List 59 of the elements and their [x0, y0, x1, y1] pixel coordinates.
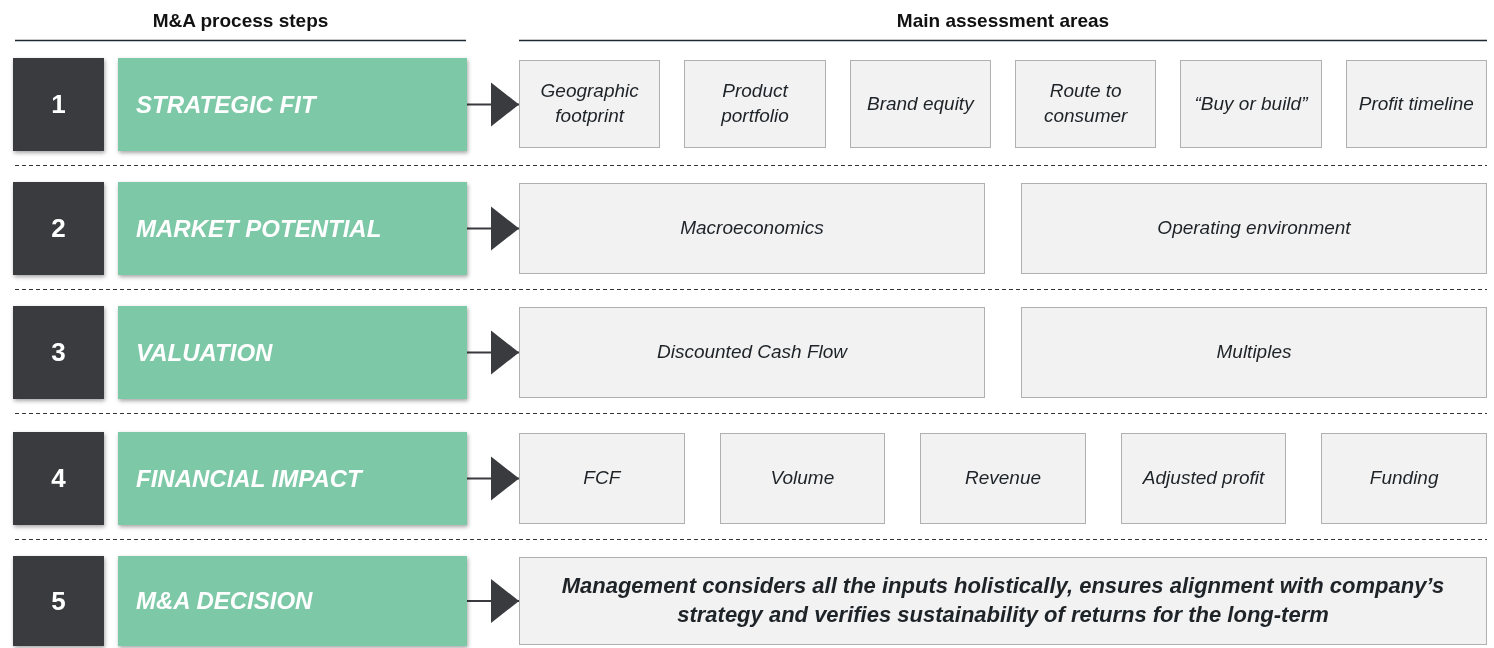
box-label: Revenue [964, 466, 1041, 491]
arrow [466, 206, 520, 251]
column-header: Main assessment areas [895, 10, 1111, 32]
column-header: M&A process steps [151, 10, 330, 32]
step-number: 5 [51, 585, 66, 617]
arrow [466, 330, 520, 375]
assessment-box [849, 60, 991, 148]
statement-box [519, 557, 1487, 645]
box-label: STRATEGIC FIT [136, 90, 316, 119]
assessment-box [519, 183, 985, 274]
box-label: Route to consumer [1042, 79, 1129, 128]
box-label: Adjusted profit [1142, 466, 1265, 491]
box-label: Product portfolio [720, 79, 790, 128]
box-label: Volume [770, 466, 835, 491]
box-label: Funding [1369, 466, 1439, 491]
assessment-box [519, 307, 985, 398]
assessment-box [684, 60, 826, 148]
assessment-box [1015, 60, 1157, 148]
step-number: 1 [51, 89, 66, 120]
step-box [118, 432, 467, 525]
step-box [118, 306, 467, 399]
box-label: Discounted Cash Flow [656, 340, 848, 365]
step-number: 2 [51, 213, 66, 244]
assessment-box [519, 60, 661, 148]
assessment-box [1180, 60, 1322, 148]
step-box [118, 556, 467, 646]
box-label: “Buy or build” [1194, 91, 1308, 116]
step-number-box [13, 432, 104, 525]
box-label: FCF [583, 466, 621, 491]
arrow [466, 82, 520, 127]
box-label: Multiples [1216, 340, 1292, 365]
box-label: Geographic footprint [539, 79, 640, 128]
box-label: Management considers all the inputs holistically, ensures alignment with company’s strategy and verifies sustainability of returns for the long-term [560, 572, 1446, 629]
step-box [118, 58, 467, 151]
step-number-box [13, 306, 104, 399]
box-label: Profit timeline [1358, 91, 1474, 116]
assessment-box [1021, 183, 1487, 274]
box-label: Operating environment [1157, 216, 1351, 241]
box-label: M&A DECISION [136, 587, 313, 615]
arrow [466, 579, 520, 623]
box-label: MARKET POTENTIAL [136, 214, 382, 243]
box-label: Macroeconomics [680, 216, 824, 241]
step-box [118, 182, 467, 275]
box-label: Brand equity [866, 91, 974, 116]
step-number-box [13, 58, 104, 151]
assessment-box [719, 433, 886, 524]
assessment-box [920, 433, 1086, 524]
step-number: 3 [51, 337, 66, 368]
step-number-box [13, 182, 104, 275]
step-number: 4 [51, 463, 66, 494]
arrow [466, 456, 520, 501]
assessment-box [1120, 433, 1287, 524]
step-number-box [13, 556, 104, 646]
assessment-box [519, 433, 685, 524]
assessment-box [1021, 307, 1487, 398]
assessment-box [1321, 433, 1487, 524]
box-label: FINANCIAL IMPACT [136, 464, 362, 493]
assessment-box [1345, 60, 1487, 148]
box-label: VALUATION [136, 338, 273, 367]
